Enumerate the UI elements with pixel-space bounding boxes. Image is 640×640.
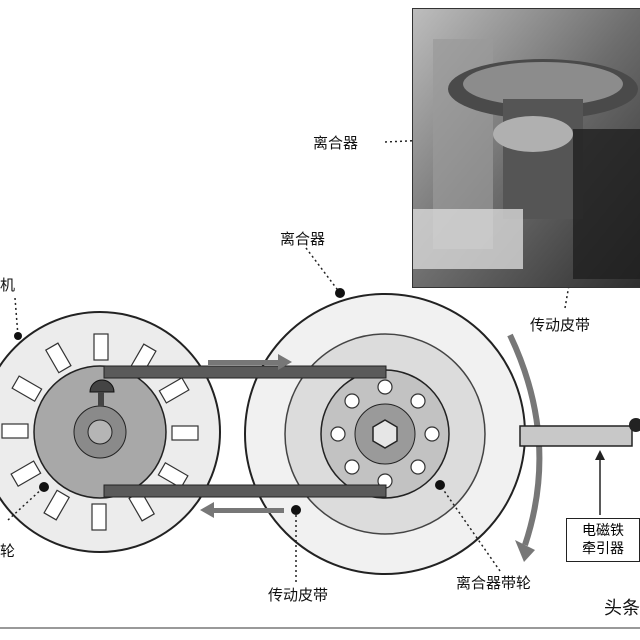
belt-photo-label: 传动皮带 bbox=[530, 316, 591, 334]
clutch-label: 离合器 bbox=[280, 230, 326, 248]
clutch-photo bbox=[412, 8, 640, 288]
bolt-icon bbox=[89, 379, 115, 406]
drive-belt bbox=[103, 365, 387, 498]
electromagnet-label: 电磁铁 牵引器 bbox=[566, 518, 640, 562]
electromagnet-line1: 电磁铁 bbox=[582, 523, 624, 539]
motor-wheel-slots bbox=[1, 333, 199, 531]
electromagnet-line2: 牵引器 bbox=[582, 541, 624, 557]
hex-nut-icon bbox=[372, 419, 398, 449]
electromagnet-lever bbox=[519, 418, 640, 515]
clutch-pulley-label: 离合器带轮 bbox=[456, 574, 532, 592]
motor-label: 机 bbox=[0, 276, 16, 294]
watermark: 头条 bbox=[604, 598, 640, 619]
belt-arrow-left bbox=[200, 502, 284, 518]
belt-label: 传动皮带 bbox=[268, 586, 329, 604]
motor-wheel bbox=[0, 311, 221, 553]
belt-arrow-right bbox=[208, 354, 292, 370]
pulley-label: 轮 bbox=[0, 542, 16, 560]
clutch-wheel bbox=[244, 293, 526, 575]
clutch-photo-label: 离合器 bbox=[313, 134, 359, 152]
clutch-holes bbox=[330, 379, 440, 489]
